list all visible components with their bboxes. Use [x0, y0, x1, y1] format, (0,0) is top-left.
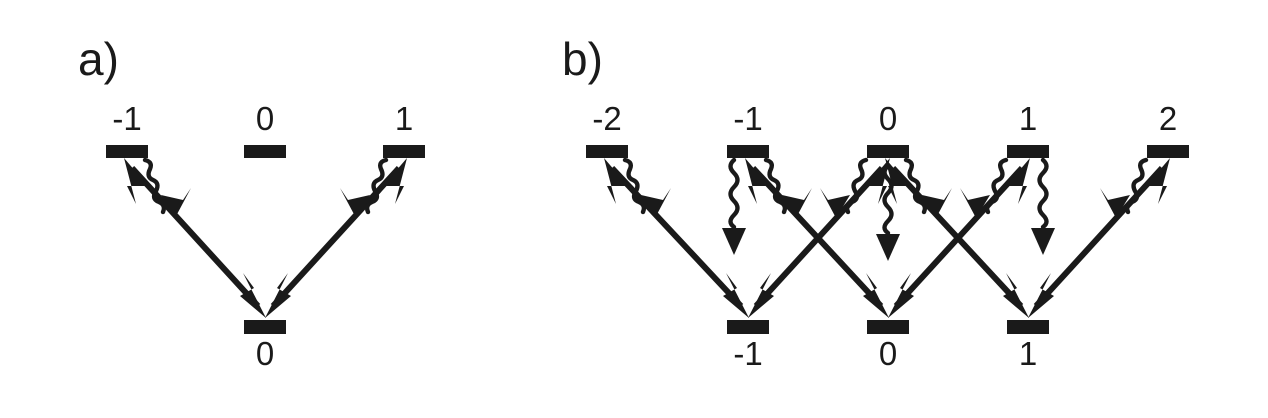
panel-b-wavy-transition-7	[1031, 157, 1055, 255]
panel-b: b) -2 -1 0 1 2 -1 0 1	[562, 33, 1189, 372]
panel-b-upper-bar-0	[586, 145, 628, 158]
panel-b-upper-label-0: -2	[592, 100, 621, 137]
panel-a-label: a)	[78, 33, 119, 85]
panel-a-straight-transition-0	[124, 158, 266, 318]
panel-b-upper-bar-1	[727, 145, 769, 158]
panel-b-wavy-transition-1	[763, 157, 812, 218]
panel-a-upper-bar-2	[383, 145, 425, 158]
panel-b-upper-bar-3	[1007, 145, 1049, 158]
panel-b-upper-bar-4	[1147, 145, 1189, 158]
panel-b-lower-label-2: 1	[1019, 335, 1037, 372]
panel-b-wavy-transition-0	[622, 157, 671, 218]
panel-b-lower-label-1: 0	[879, 335, 897, 372]
panel-a-straight-transition-1	[265, 158, 407, 318]
panel-b-lower-bar-2	[1007, 320, 1049, 334]
panel-b-wavy-transition-8	[1100, 157, 1149, 218]
panel-b-upper-label-3: 1	[1019, 100, 1037, 137]
panel-a-upper-bar-0	[106, 145, 148, 158]
panel-a-upper-bar-1	[244, 145, 286, 158]
panel-b-straight-transition-2	[745, 158, 889, 318]
panel-a-wavy-transition-0	[142, 157, 191, 218]
panel-b-upper-label-2: 0	[879, 100, 897, 137]
panel-b-wavy-transition-5	[876, 163, 900, 261]
panel-b-straight-transition-5	[1028, 158, 1170, 318]
panel-a-upper-label-1: 0	[256, 100, 274, 137]
panel-a: a) -1 0 1 0	[78, 33, 425, 372]
panel-a-lower-label-0: 0	[256, 335, 274, 372]
panel-b-upper-label-4: 2	[1159, 100, 1177, 137]
panel-b-wavy-transition-3	[820, 157, 869, 218]
panel-b-wavy-transition-4	[903, 157, 952, 218]
panel-a-upper-label-0: -1	[112, 100, 141, 137]
panel-b-upper-bar-2	[867, 145, 909, 158]
panel-b-lower-bar-1	[867, 320, 909, 334]
panel-b-upper-label-1: -1	[733, 100, 762, 137]
panel-b-wavy-transition-6	[960, 157, 1009, 218]
panel-b-lower-label-0: -1	[733, 335, 762, 372]
panel-b-label: b)	[562, 33, 603, 85]
panel-a-lower-bar-0	[244, 320, 286, 334]
panel-a-upper-label-2: 1	[395, 100, 413, 137]
panel-b-wavy-transition-2	[722, 157, 746, 255]
panel-b-lower-bar-0	[727, 320, 769, 334]
panel-b-straight-transition-4	[885, 158, 1029, 318]
panel-a-wavy-transition-1	[340, 157, 389, 218]
